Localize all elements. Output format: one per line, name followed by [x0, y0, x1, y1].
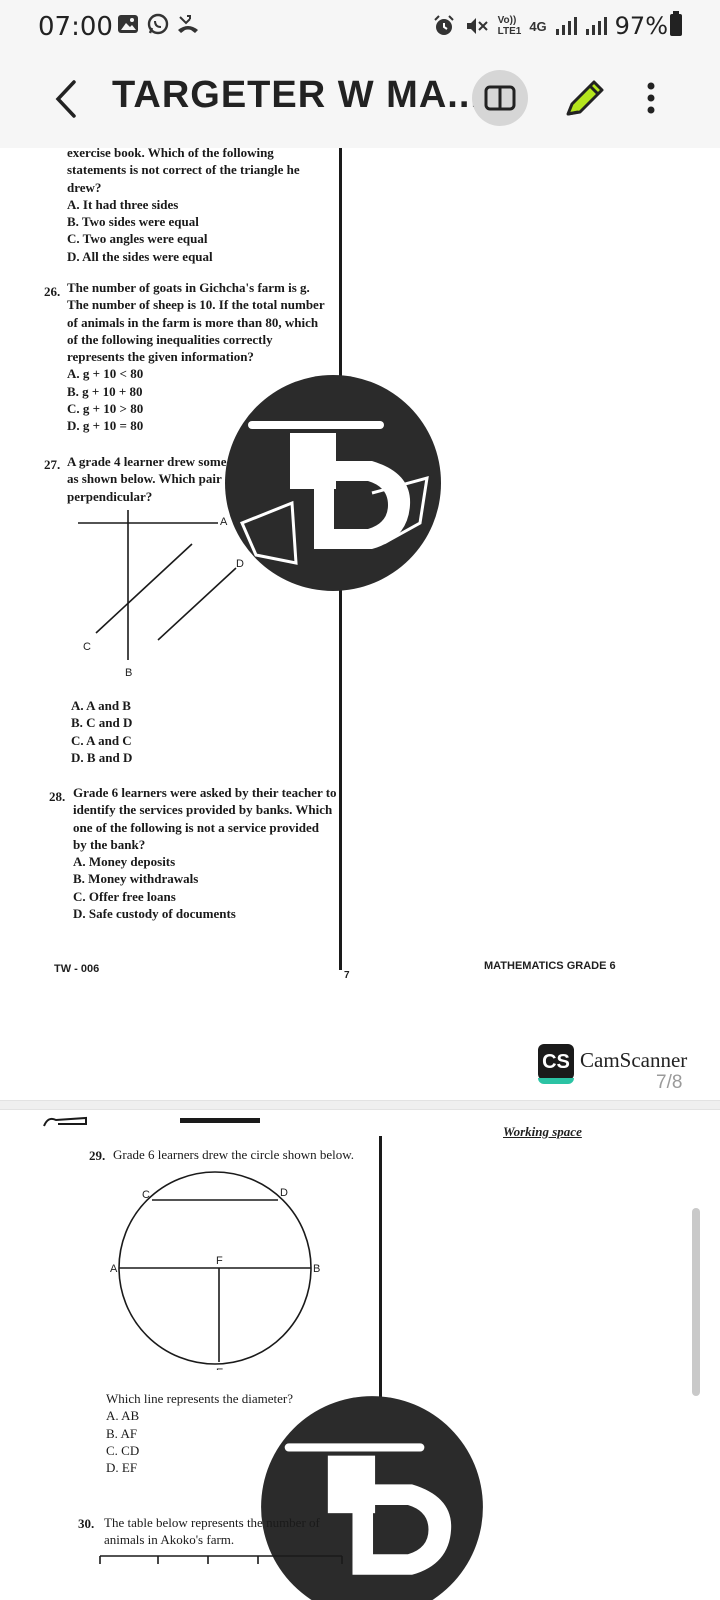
column-divider-2	[379, 1136, 382, 1600]
svg-text:F: F	[216, 1255, 223, 1267]
question-29-text: Grade 6 learners drew the circle shown b…	[113, 1147, 355, 1162]
page-7: exercise book. Which of the following st…	[0, 148, 720, 1048]
battery-icon	[670, 11, 682, 36]
network-type: 4G	[529, 18, 547, 34]
back-button[interactable]	[48, 74, 88, 124]
signal-icon	[555, 17, 577, 35]
svg-text:C: C	[83, 641, 91, 653]
more-icon	[647, 82, 655, 114]
question-26-number: 26.	[44, 284, 61, 299]
question-28: Grade 6 learners were asked by their tea…	[73, 785, 337, 922]
subject-footer: MATHEMATICS GRADE 6	[484, 960, 616, 972]
clock: 07:00	[38, 12, 113, 42]
reading-mode-button[interactable]	[472, 70, 528, 126]
svg-text:A: A	[220, 516, 228, 528]
svg-text:E: E	[216, 1367, 223, 1370]
question-29-options: Which line represents the diameter? A. A…	[106, 1391, 293, 1476]
document-viewer[interactable]: exercise book. Which of the following st…	[0, 148, 720, 1600]
working-space-label: Working space	[503, 1124, 582, 1139]
signal-icon-2	[585, 17, 607, 35]
question-25-tail: exercise book. Which of the following st…	[67, 148, 300, 264]
question-27-number: 27.	[44, 457, 61, 472]
document-title: TARGETER W MA...	[112, 74, 482, 116]
alarm-icon	[433, 15, 454, 35]
system-icons: Vo)) LTE1 4G 97%	[432, 12, 668, 40]
reading-mode-icon	[484, 85, 516, 111]
page-separator	[0, 1100, 720, 1110]
app-bar: TARGETER W MA...	[0, 52, 720, 148]
svg-text:D: D	[280, 1187, 288, 1199]
page-code: TW - 006	[54, 963, 100, 975]
svg-text:D: D	[236, 558, 244, 570]
circle-figure: C D A F B E	[110, 1171, 320, 1370]
scrollbar[interactable]	[692, 1208, 700, 1396]
battery-percentage: 97%	[614, 12, 668, 40]
missed-call-icon	[178, 15, 198, 33]
question-29-number: 29.	[89, 1148, 106, 1163]
question-28-number: 28.	[49, 789, 66, 804]
question-30: The table below represents the number of…	[104, 1515, 320, 1548]
watermark-logo-2	[261, 1396, 483, 1600]
camscanner-name: CamScanner	[580, 1048, 688, 1072]
draw-button[interactable]	[560, 72, 608, 124]
more-options-button[interactable]	[636, 72, 666, 124]
whatsapp-icon	[147, 13, 169, 35]
draw-icon	[566, 80, 604, 116]
svg-text:A: A	[110, 1263, 118, 1275]
back-icon	[55, 80, 76, 118]
gallery-icon	[118, 15, 138, 33]
question-26: The number of goats in Gichcha's farm is…	[67, 280, 325, 434]
question-27-options: A. A and B B. C and D C. A and C D. B an…	[71, 698, 133, 765]
volte-indicator: Vo)) LTE1	[497, 15, 522, 37]
lines-figure: A D C B	[78, 510, 244, 679]
page-indicator: 7/8	[656, 1072, 683, 1093]
page-number: 7	[344, 970, 350, 981]
question-30-number: 30.	[78, 1516, 95, 1531]
watermark-logo	[225, 375, 441, 591]
svg-text:B: B	[313, 1263, 320, 1275]
notification-icons	[116, 12, 200, 36]
scan-artifact	[43, 1116, 260, 1127]
mute-icon	[466, 18, 488, 34]
svg-text:C: C	[142, 1189, 150, 1201]
page-8: Working space 29. Grade 6 learners drew …	[0, 1110, 720, 1600]
table-top-edge	[99, 1555, 343, 1564]
status-bar: 07:00 Vo)) LTE1 4G 97%	[0, 0, 720, 52]
svg-text:B: B	[125, 667, 132, 679]
camscanner-logo: CS	[538, 1044, 574, 1084]
